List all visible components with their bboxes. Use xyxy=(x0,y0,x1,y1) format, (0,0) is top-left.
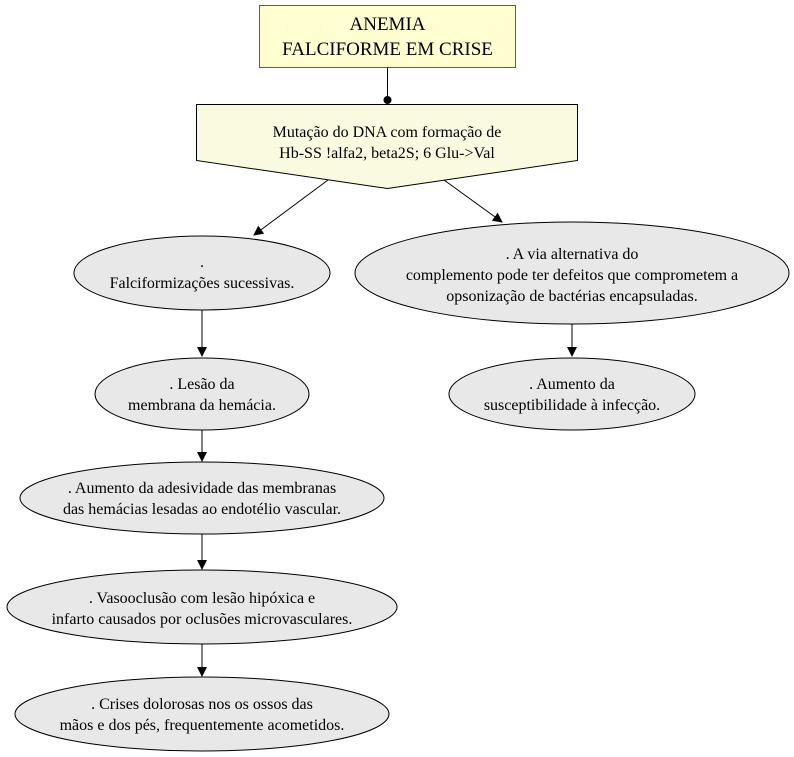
title-line-2: FALCIFORME EM CRISE xyxy=(282,38,493,60)
mutation-label: Mutação do DNA com formação de Hb-SS !al… xyxy=(197,120,577,166)
title-label: ANEMIA FALCIFORME EM CRISE xyxy=(260,6,515,67)
mutation-box xyxy=(196,104,578,190)
lesao-membrana-line-2: membrana da hemácia. xyxy=(128,397,276,414)
node-susceptibilidade xyxy=(448,357,696,431)
complemento-line-1: . A via alternativa do xyxy=(505,245,639,263)
vasooclusao-line-2: infarto causados por oclusões microvascu… xyxy=(51,611,353,628)
title-box xyxy=(259,5,516,68)
lesao-membrana-label: . Lesão da membrana da hemácia. xyxy=(95,373,309,417)
title-line-1: ANEMIA xyxy=(349,13,426,35)
falciformizacoes-line-2: Falciformizações sucessivas. xyxy=(109,275,295,292)
falciformizacoes-label: . Falciformizações sucessivas. xyxy=(74,251,330,295)
node-crises-dolorosas xyxy=(14,676,390,752)
adesividade-line-2: das hemácias lesadas ao endotélio vascul… xyxy=(62,501,342,518)
connector-dot xyxy=(383,96,392,104)
complemento-label: . A via alternativa do complemento pode … xyxy=(355,242,789,308)
adesividade-line-1: . Aumento da adesividade das membranas xyxy=(67,480,337,497)
vasooclusao-label: . Vasooclusão com lesão hipóxica e infar… xyxy=(7,587,397,631)
mutation-line-1: Mutação do DNA com formação de xyxy=(272,124,502,141)
falciformizacoes-line-1: . xyxy=(200,254,204,271)
vasooclusao-line-1: . Vasooclusão com lesão hipóxica e xyxy=(88,590,316,607)
susceptibilidade-line-2: susceptibilidade à infecção. xyxy=(483,397,661,414)
susceptibilidade-line-1: . Aumento da xyxy=(529,376,615,393)
arrow-mutation-to-falciformizacoes xyxy=(253,179,329,236)
lesao-membrana-line-1: . Lesão da xyxy=(169,376,235,393)
arrow-mutation-to-complemento xyxy=(443,179,503,223)
complemento-line-2: complemento pode ter defeitos que compro… xyxy=(405,266,739,284)
susceptibilidade-label: . Aumento da susceptibilidade à infecção… xyxy=(449,373,695,417)
mutation-line-2: Hb-SS !alfa2, beta2S; 6 Glu->Val xyxy=(279,145,495,162)
crises-dolorosas-label: . Crises dolorosas nos os ossos das mãos… xyxy=(15,693,389,737)
crises-dolorosas-line-1: . Crises dolorosas nos os ossos das xyxy=(91,696,313,713)
complemento-line-3: opsonização de bactérias encapsuladas. xyxy=(446,287,698,305)
crises-dolorosas-line-2: mãos e dos pés, frequentemente acometido… xyxy=(59,717,345,734)
adesividade-label: . Aumento da adesividade das membranas d… xyxy=(20,477,384,521)
